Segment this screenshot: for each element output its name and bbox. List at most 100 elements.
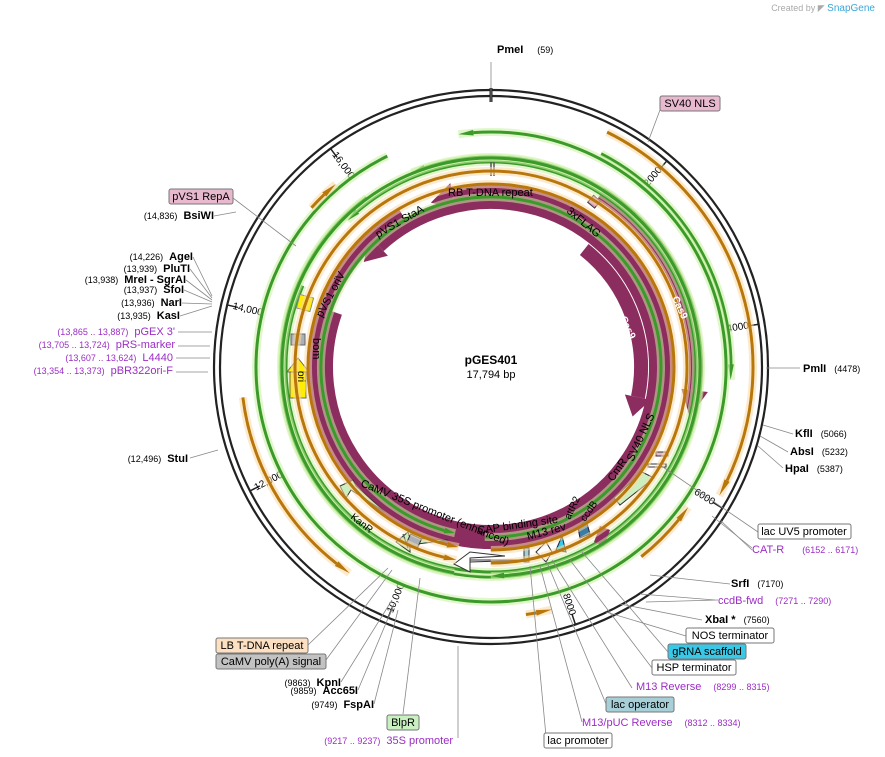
leader-line-9	[639, 593, 716, 601]
feature-green-top	[252, 128, 730, 606]
primer-ccdb-fwd: ccdB-fwd(7271 .. 7290)	[718, 595, 831, 607]
leader-line-30	[189, 268, 213, 299]
svg-text:lac operator: lac operator	[611, 699, 669, 711]
label-bom: bom	[310, 338, 322, 359]
site-fspai: (9749)FspAI	[311, 699, 374, 711]
snapgene-logo-icon: ◤	[817, 3, 825, 13]
leader-line-4	[759, 435, 789, 453]
primer-m13-reverse: M13 Reverse(8299 .. 8315)	[636, 681, 769, 693]
svg-text:SV40 NLS: SV40 NLS	[664, 98, 715, 110]
box-grna-scaffold: gRNA scaffold	[667, 643, 747, 660]
credit-brand: SnapGene	[827, 3, 875, 14]
feature-camv35s-arrow	[453, 551, 506, 573]
leader-line-23	[357, 603, 395, 691]
leader-line-group	[176, 62, 800, 738]
feature-orange-left	[238, 396, 352, 577]
site-nari: (13,936)NarI	[121, 297, 182, 309]
plasmid-name: pGES401	[465, 353, 518, 367]
site-srfi: SrfI(7170)	[731, 578, 783, 590]
primer-cat-r: CAT-R(6152 .. 6171)	[752, 544, 858, 556]
site-absi: AbsI(5232)	[790, 446, 848, 458]
primer-pbr322ori-f: (13,354 .. 13,373)pBR322ori-F	[34, 365, 174, 377]
leader-line-19	[402, 577, 421, 715]
feature-green-stack	[278, 154, 704, 580]
label-rb-tdna: RB T-DNA repeat	[448, 187, 533, 199]
svg-text:NOS terminator: NOS terminator	[692, 630, 769, 642]
leader-line-26	[179, 305, 213, 317]
svg-text:BlpR: BlpR	[391, 717, 415, 729]
svg-text:lac UV5 promoter: lac UV5 promoter	[761, 526, 847, 538]
site-kpni: (9863)KpnI	[285, 677, 341, 689]
leader-line-13	[569, 559, 653, 669]
leader-line-28	[183, 289, 213, 303]
leader-line-11	[605, 611, 687, 637]
leader-line-15	[545, 559, 607, 705]
leader-line-16	[539, 565, 583, 723]
site-sfoi: (13,937)SfoI	[124, 284, 184, 296]
leader-line-7	[711, 515, 753, 549]
site-acc65i: (9859)Acc65I	[291, 685, 359, 697]
leader-line-12	[581, 551, 669, 653]
leader-line-38	[645, 599, 719, 603]
plasmid-length: 17,794 bp	[467, 369, 516, 381]
svg-text:pVS1 RepA: pVS1 RepA	[172, 191, 230, 203]
leader-line-20	[325, 569, 393, 661]
primer-prs-marker: (13,705 .. 13,724)pRS-marker	[39, 339, 176, 351]
tick-6	[227, 304, 239, 309]
credit-prefix: Created by	[771, 3, 816, 13]
feature-orange-mid	[638, 504, 692, 560]
leader-line-14	[551, 559, 633, 689]
leader-line-8	[649, 574, 731, 585]
site-xbai: XbaI *(7560)	[705, 614, 770, 626]
leader-line-29	[185, 279, 213, 301]
feature-cas9-inner	[579, 244, 651, 417]
tick-7	[329, 148, 338, 158]
leader-line-24	[373, 609, 399, 705]
primer-35s-promoter: (9217 .. 9237)35S promoter	[324, 735, 453, 747]
leader-line-6	[659, 464, 759, 533]
site-kasi: (13,935)KasI	[117, 310, 180, 322]
feature-green-bottom	[317, 193, 665, 541]
feature-ccdb	[594, 526, 610, 546]
box-blpr: BlpR	[386, 714, 420, 731]
leader-line-3	[762, 424, 794, 435]
box-camv-polya: CaMV poly(A) signal	[215, 653, 327, 670]
leader-line-25	[189, 449, 219, 459]
svg-text:CaMV poly(A) signal: CaMV poly(A) signal	[221, 656, 321, 668]
primer-l4440: (13,607 .. 13,624)L4440	[65, 352, 173, 364]
site-stui: (12,496)StuI	[128, 453, 188, 465]
leader-line-27	[181, 302, 213, 305]
tick-2	[712, 501, 723, 509]
leader-line-22	[340, 599, 393, 683]
box-lac-operator: lac operator	[605, 696, 675, 713]
svg-text:LB T-DNA repeat: LB T-DNA repeat	[221, 640, 304, 652]
leader-line-10	[619, 603, 703, 621]
svg-text:HSP terminator: HSP terminator	[657, 662, 732, 674]
leader-line-33	[232, 197, 297, 247]
feature-orange-right	[605, 128, 757, 498]
feature-orange-stack1	[304, 180, 678, 554]
feature-group	[238, 128, 757, 619]
leader-line-32	[213, 211, 237, 217]
site-pmli: PmlI(4478)	[803, 363, 860, 375]
box-sv40-nls: SV40 NLS	[659, 95, 721, 112]
site-mrei-sgrai: (13,938)MreI - SgrAI	[85, 274, 186, 286]
box-lac-promoter: lac promoter	[543, 732, 613, 749]
leader-line-31	[192, 256, 213, 297]
site-kfli: KflI(5066)	[795, 428, 847, 440]
leader-line-39	[719, 519, 753, 551]
leader-line-21	[307, 567, 389, 646]
site-bsiwi: (14,836)BsiWI	[144, 210, 214, 222]
primer-m13-puc-reverse: M13/pUC Reverse(8312 .. 8334)	[582, 717, 741, 729]
site-agei: (14,226)AgeI	[130, 251, 193, 263]
svg-text:lac promoter: lac promoter	[547, 735, 608, 747]
site-hpai: HpaI(5387)	[785, 463, 843, 475]
leader-line-1	[647, 109, 661, 143]
box-pvs1-repa: pVS1 RepA	[168, 188, 234, 205]
feature-orange-stack2	[291, 167, 691, 567]
tick-5	[249, 485, 261, 492]
leader-line-5	[757, 445, 784, 469]
site-pluti: (13,939)PluTI	[124, 263, 190, 275]
snapgene-credit: Created by ◤ SnapGene	[771, 3, 875, 14]
